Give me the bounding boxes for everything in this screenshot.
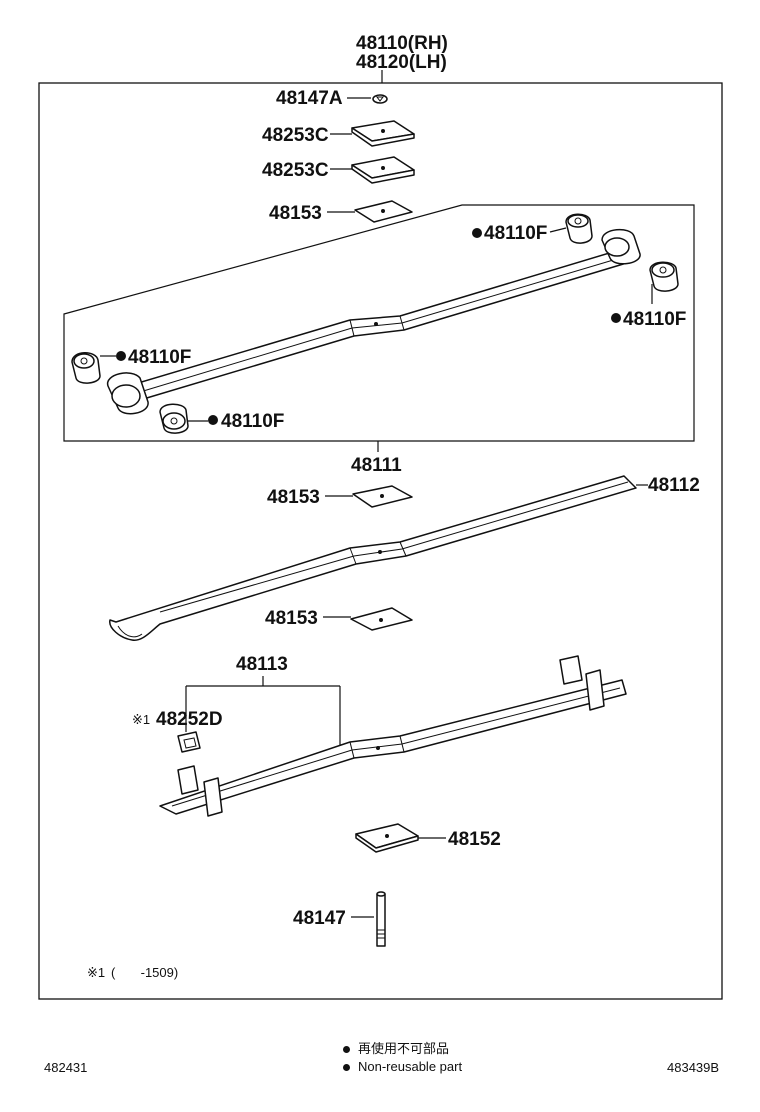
assembly-number-lh: 48120(LH) (356, 52, 447, 73)
callout-48110F-4[interactable]: 48110F (221, 411, 284, 432)
callout-48253C-1[interactable]: 48253C (262, 125, 329, 146)
callout-48152[interactable]: 48152 (448, 829, 501, 850)
footnote-mark: ※1 (87, 965, 105, 980)
bushing-48110F-4 (159, 403, 189, 434)
plate-48253C-2 (351, 156, 415, 184)
callout-48147A[interactable]: 48147A (276, 88, 343, 109)
bullet-icon (343, 1063, 350, 1071)
callout-48110F-1[interactable]: 48110F (484, 223, 547, 244)
clip-48252D (177, 731, 201, 753)
bushing-48110F-2 (649, 261, 679, 292)
assembly-frame (38, 82, 723, 1000)
non-reusable-dot-2 (611, 313, 621, 323)
leaf-1-frame (63, 204, 695, 442)
assembly-number-rh: 48110(RH) (356, 33, 448, 54)
callout-48153-mid[interactable]: 48153 (267, 487, 320, 508)
leaf-48111 (107, 228, 641, 415)
legend-row-jp: 再使用不可部品 (343, 1040, 462, 1058)
callout-48252D[interactable]: 48252D (156, 709, 223, 730)
callout-48252D-mark: ※1 (132, 712, 150, 727)
insulator-48153-mid (352, 485, 413, 508)
footnote-range: ( -1509) (111, 965, 178, 980)
non-reusable-dot-1 (472, 228, 482, 238)
callout-48110F-2[interactable]: 48110F (623, 309, 686, 330)
legend-row-en: Non-reusable part (343, 1058, 462, 1076)
callout-48253C-2[interactable]: 48253C (262, 160, 329, 181)
non-reusable-dot-4 (208, 415, 218, 425)
bolt-48147 (376, 891, 386, 947)
callout-48153-low[interactable]: 48153 (265, 608, 318, 629)
legend: 再使用不可部品 Non-reusable part (343, 1040, 462, 1076)
bushing-48110F-1 (565, 213, 593, 244)
nut-48147A (372, 94, 388, 104)
bullet-icon (343, 1045, 350, 1053)
callout-48112[interactable]: 48112 (648, 475, 700, 496)
insulator-48153-low (350, 607, 413, 631)
illustration-code-left: 482431 (44, 1060, 88, 1075)
leaf-48112 (109, 475, 637, 641)
plate-48152 (355, 823, 419, 853)
callout-48153-top[interactable]: 48153 (269, 203, 322, 224)
illustration-code-right: 483439B (667, 1060, 720, 1075)
legend-text-en: Non-reusable part (358, 1059, 463, 1074)
callout-48147[interactable]: 48147 (293, 908, 346, 929)
callout-48111[interactable]: 48111 (351, 455, 402, 476)
legend-text-jp: 再使用不可部品 (358, 1041, 450, 1056)
bushing-48110F-3 (71, 352, 101, 384)
non-reusable-dot-3 (116, 351, 126, 361)
callout-48113[interactable]: 48113 (236, 654, 288, 675)
leaf-48113 (159, 655, 627, 817)
callout-48110F-3[interactable]: 48110F (128, 347, 191, 368)
insulator-48153-top (354, 200, 413, 223)
plate-48253C-1 (351, 120, 415, 147)
